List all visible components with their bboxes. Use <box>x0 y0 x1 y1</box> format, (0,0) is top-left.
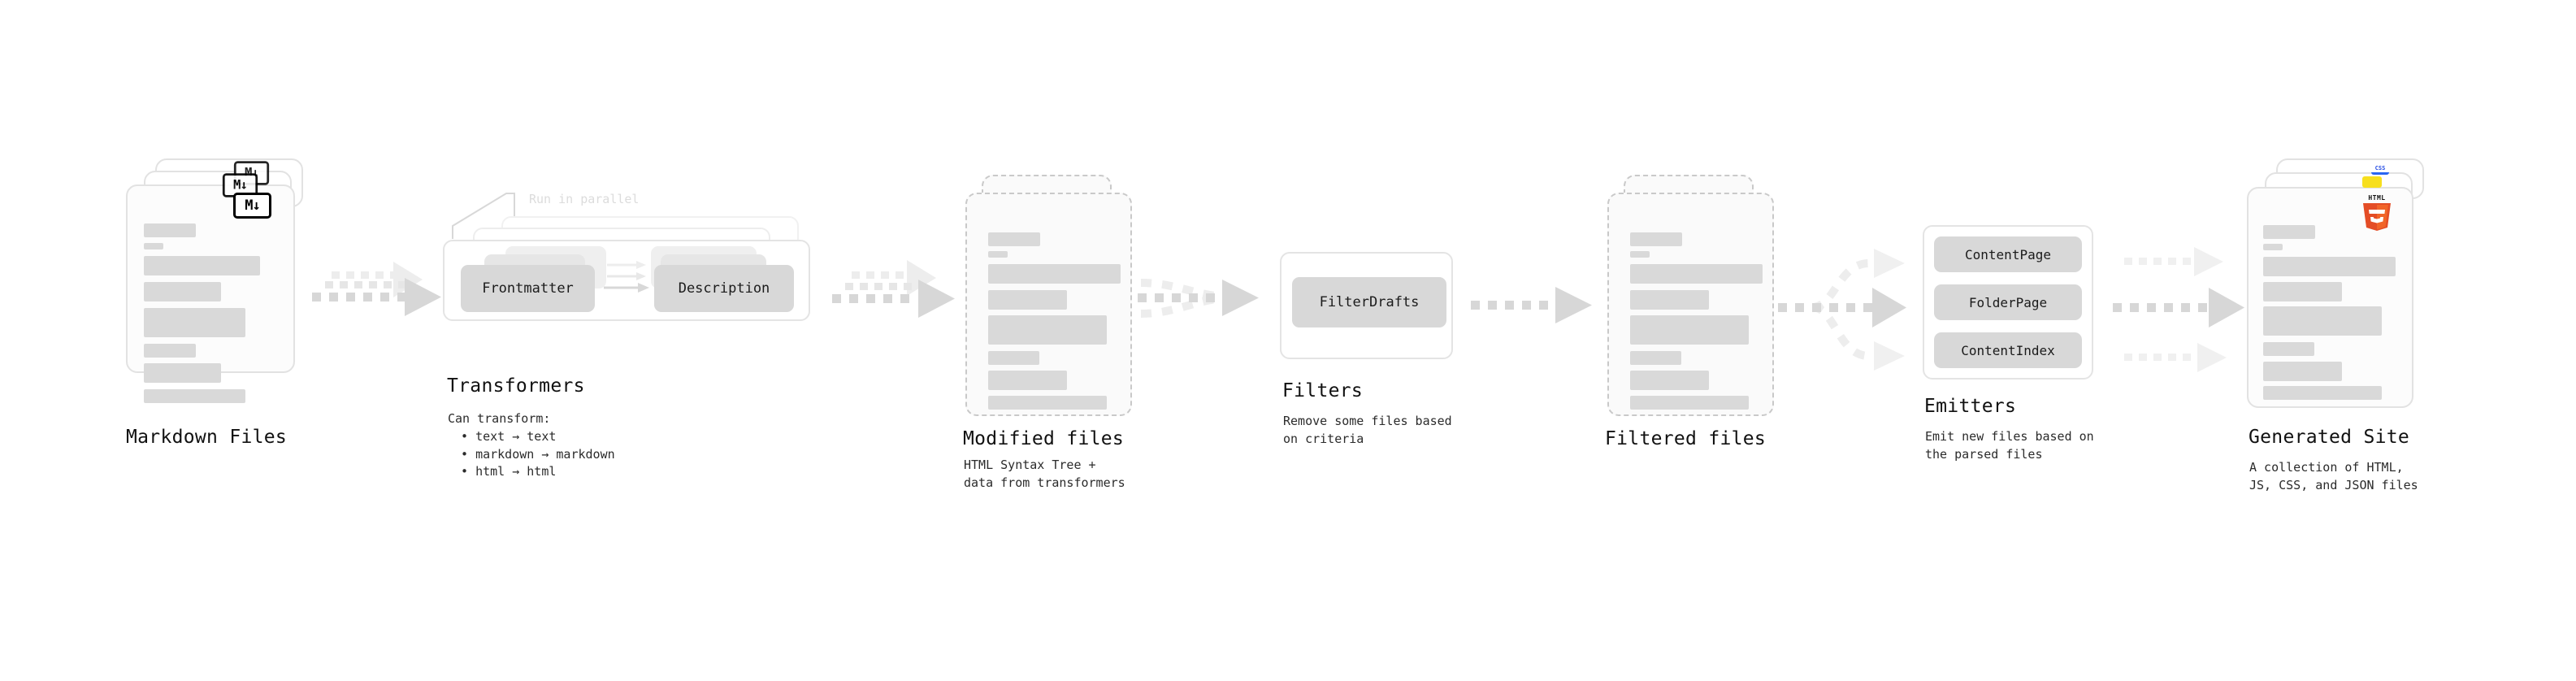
transformers-caption: Can transform: text → text markdown → ma… <box>448 410 615 481</box>
markdown-files-title: Markdown Files <box>126 427 288 448</box>
filters-title: Filters <box>1282 380 1364 401</box>
run-in-parallel-label: Run in parallel <box>529 192 640 206</box>
markdown-files-stack: M↓ M↓ M↓ <box>126 158 313 419</box>
arrow-emitters-to-site <box>2113 247 2244 372</box>
arrow-filters-to-filtered <box>1471 287 1592 323</box>
generated-site-stack: CSS HTML <box>2247 158 2450 419</box>
emitters-chip-contentindex[interactable]: ContentIndex <box>1934 332 2082 368</box>
filters-chip-filterdrafts[interactable]: FilterDrafts <box>1292 277 1446 327</box>
run-in-parallel-bracket <box>452 193 515 239</box>
arrow-transformers-to-modified <box>832 260 955 318</box>
generated-site-title: Generated Site <box>2249 427 2410 448</box>
html5-logo-icon: HTML <box>2363 194 2391 231</box>
css-logo-icon: CSS <box>2371 162 2389 175</box>
transformers-caption-list: text → text markdown → markdown html → h… <box>448 428 615 481</box>
transformer-inner-arrows <box>604 261 649 293</box>
transformer-chip-description[interactable]: Description <box>654 265 794 312</box>
arrow-filtered-to-emitters <box>1778 249 1906 371</box>
emitters-subtitle: Emit new files based on the parsed files <box>1925 429 2094 462</box>
modified-files-subtitle: HTML Syntax Tree + data from transformer… <box>964 458 1125 490</box>
arrow-markdown-to-transformers <box>312 262 441 316</box>
js-logo-icon <box>2362 176 2382 188</box>
arrow-modified-to-filters <box>1138 279 1259 318</box>
generated-site-subtitle: A collection of HTML, JS, CSS, and JSON … <box>2249 460 2418 492</box>
emitters-title: Emitters <box>1924 396 2017 417</box>
filters-subtitle: Remove some files based on criteria <box>1283 414 1452 446</box>
markdown-logo-icon: M↓ <box>233 193 271 219</box>
filtered-files-title: Filtered files <box>1605 428 1767 449</box>
transformers-caption-item: markdown → markdown <box>461 446 615 464</box>
filtered-files-stack <box>1601 175 1788 419</box>
emitters-chip-contentpage[interactable]: ContentPage <box>1934 236 2082 272</box>
emitters-chip-folderpage[interactable]: FolderPage <box>1934 284 2082 320</box>
transformer-chip-frontmatter[interactable]: Frontmatter <box>461 265 595 312</box>
svg-text:HTML: HTML <box>2368 194 2385 202</box>
modified-files-title: Modified files <box>963 428 1125 449</box>
transformers-caption-lead: Can transform: <box>448 411 551 426</box>
modified-files-stack <box>959 175 1146 419</box>
transformers-caption-item: html → html <box>461 463 615 481</box>
transformers-title: Transformers <box>447 375 585 397</box>
transformers-caption-item: text → text <box>461 428 615 446</box>
